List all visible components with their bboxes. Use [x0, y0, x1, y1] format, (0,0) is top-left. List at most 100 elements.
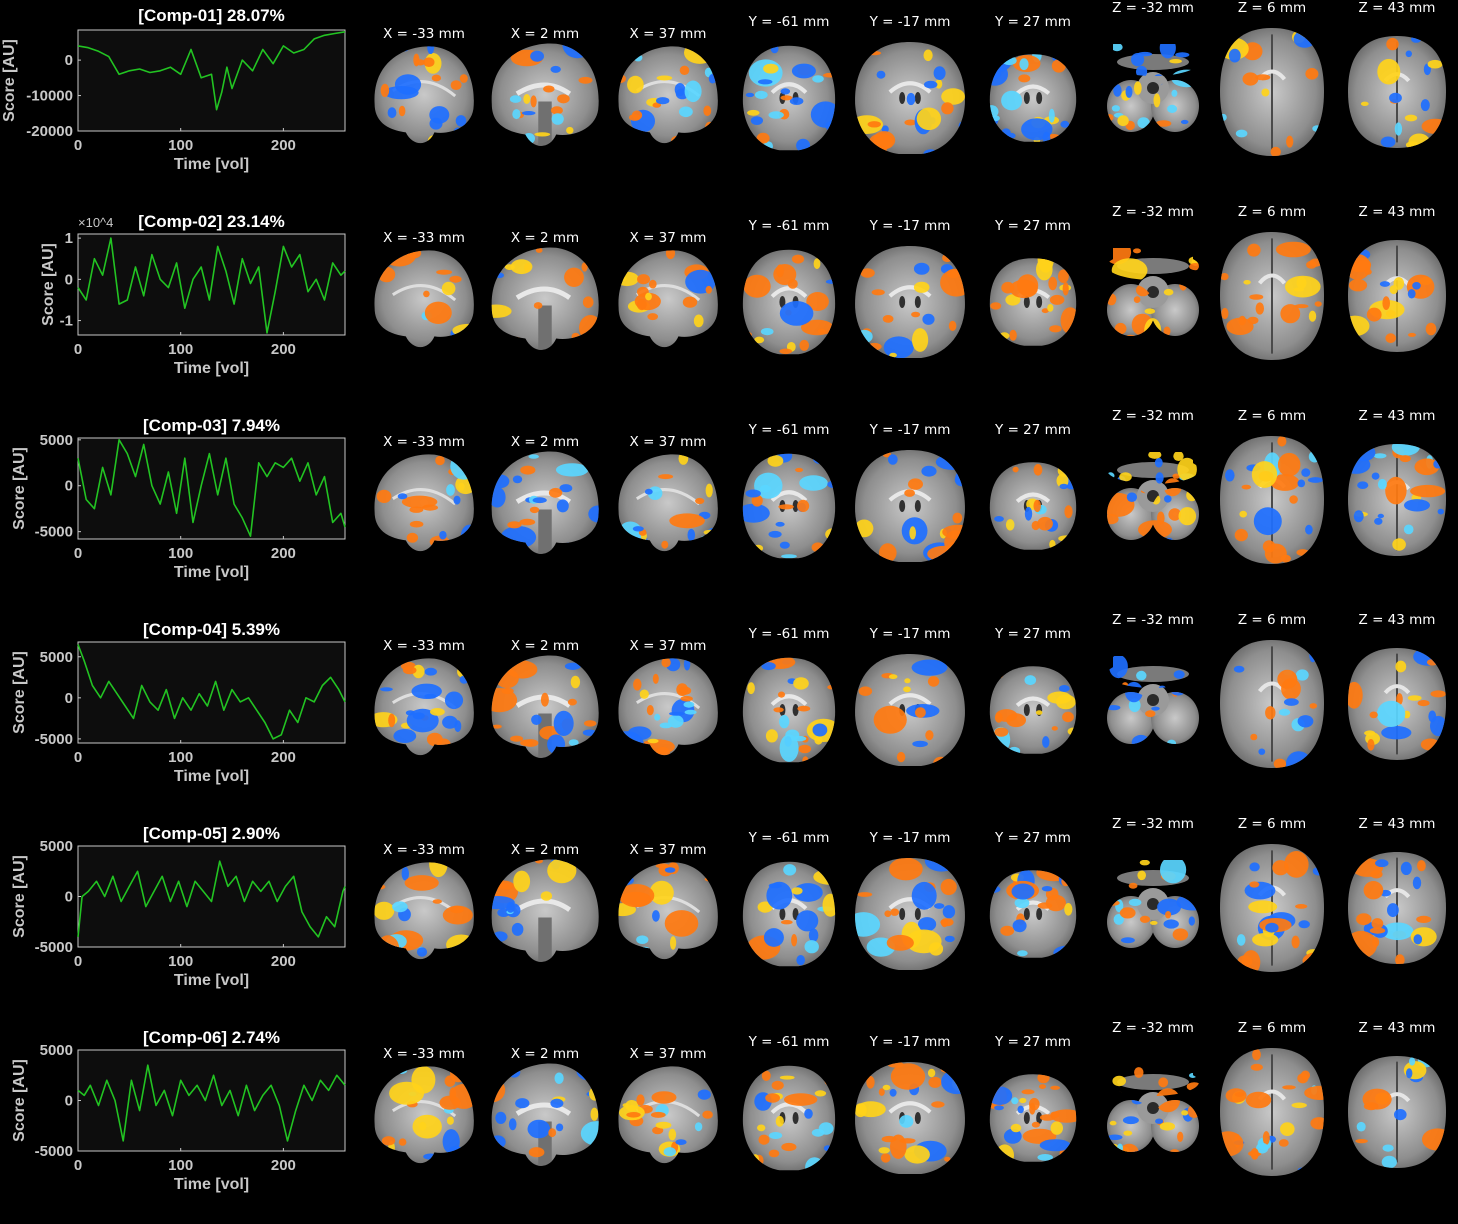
positive-activation	[430, 708, 445, 716]
negative-activation	[924, 857, 958, 872]
y-tick-label: 0	[65, 1093, 73, 1110]
negative-activation	[1353, 510, 1364, 523]
positive-activation	[1036, 870, 1072, 882]
negative-activation	[1175, 52, 1190, 58]
positive-activation	[1252, 1048, 1261, 1061]
negative-activation	[1235, 129, 1248, 138]
activation-overlay	[743, 254, 836, 355]
positive-activation	[903, 686, 911, 693]
negative-activation	[632, 526, 644, 532]
negative-activation	[491, 1135, 506, 1149]
brainstem-core	[1147, 1102, 1159, 1114]
negative-activation	[994, 1105, 1004, 1111]
negative-activation	[684, 80, 702, 103]
positive-activation	[1029, 1097, 1040, 1111]
ventricle	[899, 908, 906, 920]
positive-activation	[787, 279, 798, 289]
negative-activation	[656, 97, 670, 105]
positive-activation	[1255, 74, 1271, 81]
negative-activation	[638, 946, 651, 956]
negative-activation	[1406, 1068, 1413, 1079]
axial-slice-label: Z = 6 mm	[1237, 816, 1307, 832]
positive-activation	[618, 74, 626, 84]
negative-activation	[1387, 903, 1399, 918]
negative-activation	[911, 659, 948, 676]
positive-activation	[1119, 907, 1136, 919]
negative-activation	[1136, 65, 1148, 78]
y-tick-label: -10000	[26, 88, 73, 105]
y-tick-label: -20000	[26, 123, 73, 140]
x-tick-label: 200	[271, 137, 296, 154]
x-tick-label: 0	[74, 953, 82, 970]
y-tick-label: -5000	[35, 731, 73, 748]
positive-activation	[1012, 466, 1019, 473]
ventricle	[1036, 908, 1043, 920]
negative-activation	[497, 908, 510, 917]
positive-activation	[802, 756, 809, 763]
y-tick-label: -5000	[35, 524, 73, 541]
negative-activation	[1374, 517, 1383, 525]
positive-activation	[747, 682, 755, 695]
positive-activation	[697, 1070, 713, 1077]
positive-activation	[1220, 1131, 1244, 1157]
negative-activation	[989, 105, 999, 118]
negative-activation	[883, 336, 914, 359]
positive-activation	[661, 540, 669, 549]
brain-coronal-slice-1	[742, 657, 836, 763]
negative-activation	[1253, 507, 1282, 536]
negative-activation	[397, 493, 408, 500]
brain-sagittal-slice-2	[491, 859, 599, 962]
positive-activation	[1237, 955, 1253, 968]
positive-activation	[432, 899, 442, 904]
positive-activation	[941, 88, 965, 105]
positive-activation	[1234, 1092, 1245, 1097]
positive-activation	[709, 454, 717, 461]
coronal-slice-label: Y = 27 mm	[995, 422, 1071, 438]
positive-activation	[1280, 1122, 1295, 1136]
positive-activation	[1107, 687, 1120, 696]
plot-axes-box	[77, 29, 346, 132]
positive-activation	[1417, 700, 1430, 707]
positive-activation	[683, 46, 716, 64]
negative-activation	[374, 46, 393, 61]
negative-activation	[694, 1122, 703, 1132]
negative-activation	[799, 475, 828, 491]
negative-activation	[1011, 1097, 1019, 1105]
white-matter	[770, 1102, 808, 1114]
positive-activation	[435, 455, 445, 466]
positive-activation	[1291, 1102, 1307, 1109]
brainstem-core	[1147, 694, 1159, 706]
ventricle	[899, 500, 906, 512]
positive-activation	[431, 74, 442, 82]
positive-activation	[1220, 273, 1229, 281]
axial-slice-label: Z = 6 mm	[1237, 1020, 1307, 1036]
brain-sagittal-slice-3	[618, 454, 718, 552]
ventricle	[899, 296, 906, 308]
negative-activation	[750, 116, 763, 125]
brain-coronal-slice-1	[742, 45, 836, 151]
positive-activation	[655, 863, 670, 869]
brain-coronal-slice-1	[742, 249, 836, 355]
positive-activation	[860, 268, 875, 278]
positive-activation	[449, 1083, 474, 1109]
negative-activation	[1037, 1154, 1053, 1161]
positive-activation	[995, 1144, 1015, 1162]
positive-activation	[1408, 332, 1416, 337]
positive-activation	[422, 504, 438, 511]
negative-activation	[1293, 30, 1316, 48]
positive-activation	[1165, 911, 1172, 919]
positive-activation	[649, 279, 657, 289]
positive-activation	[1178, 507, 1197, 526]
positive-activation	[398, 1138, 407, 1146]
negative-activation	[449, 1146, 463, 1155]
positive-activation	[798, 744, 812, 754]
sagittal-slice-label: X = 2 mm	[510, 638, 580, 654]
axial-slice-label: Z = -32 mm	[1112, 0, 1194, 16]
positive-activation	[440, 542, 451, 552]
plot-title: [Comp-03] 7.94%	[143, 416, 280, 435]
positive-activation	[567, 698, 577, 706]
negative-activation	[911, 881, 937, 910]
coronal-slice-label: Y = -17 mm	[869, 14, 951, 30]
positive-activation	[528, 1147, 545, 1158]
coronal-slice-label: Y = -61 mm	[748, 218, 830, 234]
